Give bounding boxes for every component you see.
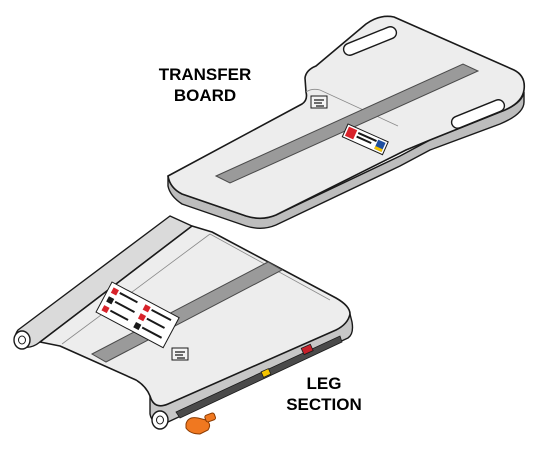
adjust-knob-icon (185, 412, 217, 435)
hinge-pin-icon (151, 410, 169, 430)
leg-section-label: LEG SECTION (266, 373, 382, 415)
hinge-pin-icon (13, 330, 31, 350)
leg-section-side-slot (175, 335, 343, 419)
transfer-grip-strip (214, 63, 480, 184)
yellow-marker (260, 368, 272, 378)
transfer-board-label-line1: TRANSFER (158, 65, 252, 84)
release-button-icon (310, 95, 328, 109)
release-button-icon (171, 347, 189, 361)
leg-grip-strip (90, 261, 284, 363)
leg-section-label-line2: SECTION (286, 395, 362, 414)
transfer-board-label: TRANSFER BOARD (140, 64, 270, 106)
instruction-decal-icon (95, 281, 180, 349)
red-marker (300, 343, 314, 356)
transfer-slot-upper (342, 26, 398, 56)
transfer-slot-lower (450, 99, 506, 129)
transfer-board (167, 15, 526, 229)
leg-section (13, 215, 354, 435)
transfer-board-label-line2: BOARD (173, 86, 237, 105)
warning-decal-icon (341, 123, 389, 156)
transfer-board-tab-line (305, 88, 399, 127)
leg-section-label-line1: LEG (306, 374, 342, 393)
